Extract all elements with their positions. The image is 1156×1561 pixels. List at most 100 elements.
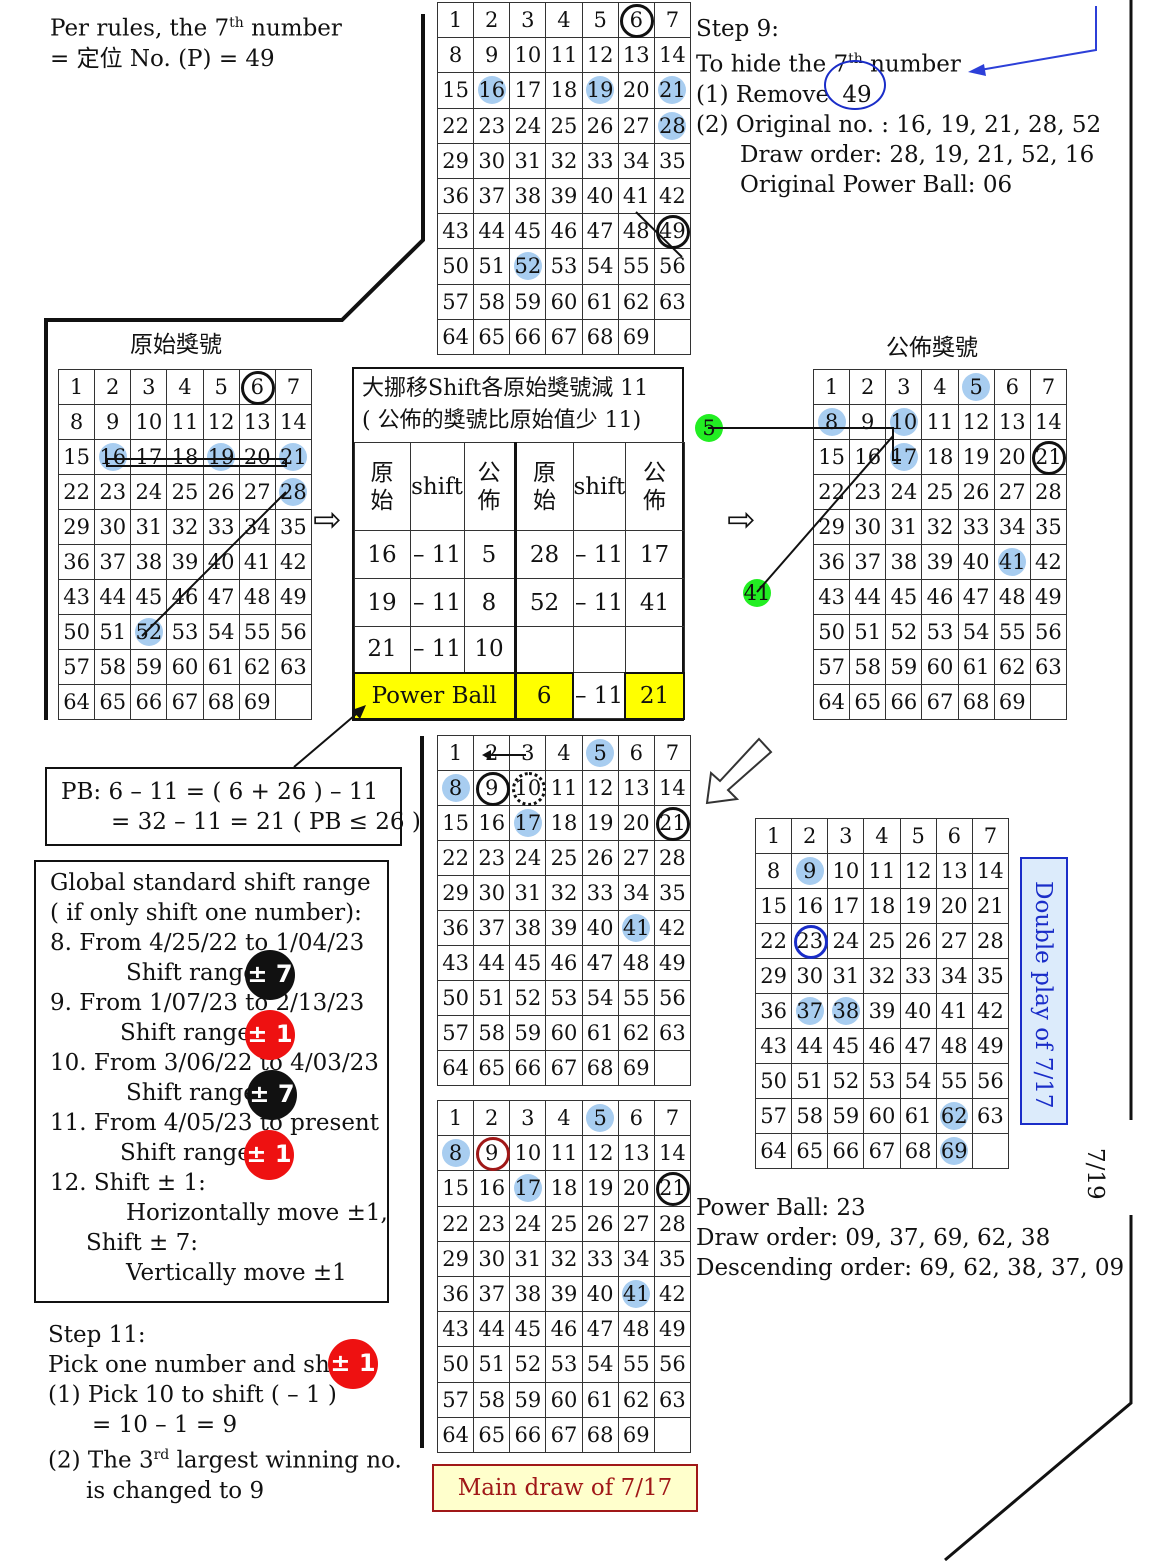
grid-cell: 58 <box>473 1381 511 1418</box>
grid-number: 20 <box>622 811 650 835</box>
grid-cell: 62 <box>617 1015 655 1051</box>
grid-cell: 66 <box>130 684 168 720</box>
right-arrow-icon: ⇨ <box>313 500 342 540</box>
grid-cell: 46 <box>921 579 959 615</box>
grid-cell: 4 <box>545 1099 583 1137</box>
grid-number: 29 <box>63 515 90 539</box>
grid-number: 26 <box>586 113 614 138</box>
grid-number: 46 <box>550 951 578 975</box>
step11-text: Step 11: Pick one number and shift (1) P… <box>48 1322 402 1504</box>
grid-number: 23 <box>478 1211 506 1236</box>
grid-cell: 18 <box>545 72 583 109</box>
header-announced: 公 佈 <box>463 442 516 531</box>
grid-number: 51 <box>99 620 127 644</box>
grid-number: 4 <box>557 741 571 765</box>
grid-cell: 42 <box>653 1275 691 1313</box>
grid-number: 37 <box>796 999 824 1023</box>
grid-cell: 17 <box>827 888 865 924</box>
shift-range-badge: ± 1 <box>244 1130 294 1180</box>
grid-cell: 62 <box>238 649 276 685</box>
grid-cell: 50 <box>754 1063 793 1099</box>
grid-number: 46 <box>550 219 578 244</box>
grid-cell: 69 <box>617 1050 655 1086</box>
grid-cell: 67 <box>921 684 959 720</box>
grid-cell: 51 <box>791 1063 829 1099</box>
grid-cell: 26 <box>581 840 619 876</box>
ring-marker <box>620 4 655 39</box>
grid-number: 53 <box>550 1352 578 1377</box>
shift-cell: 5 <box>463 530 516 579</box>
grid-number: 28 <box>280 480 307 504</box>
grid-cell: 66 <box>827 1133 865 1169</box>
grid-number: 59 <box>832 1104 860 1128</box>
grid-number: 48 <box>940 1034 968 1058</box>
grid-cell: 9 <box>94 404 132 440</box>
grid-cell: 15 <box>812 439 851 475</box>
grid-number: 8 <box>69 410 84 434</box>
grid-number: 9 <box>861 410 875 434</box>
grid-cell: 48 <box>617 1311 655 1348</box>
grid-number: 26 <box>962 480 990 504</box>
grid-cell: 58 <box>791 1098 829 1134</box>
grid-number: 19 <box>207 445 235 469</box>
grid-cell: 46 <box>545 945 583 981</box>
grid-number: 47 <box>586 1317 614 1342</box>
grid-number: 30 <box>478 1246 506 1271</box>
grid-number: 59 <box>890 655 918 679</box>
grid-cell: 19 <box>581 1170 619 1207</box>
grid-number: 22 <box>442 113 469 138</box>
grid-number: 14 <box>1035 410 1062 434</box>
grid-number: 15 <box>63 445 90 469</box>
grid-cell: 13 <box>238 404 276 440</box>
grid-cell: 16 <box>94 439 132 475</box>
grid-number: 56 <box>1035 620 1062 644</box>
shift-cell: 10 <box>463 626 516 673</box>
grid-cell: 10 <box>885 404 923 440</box>
grid-number: 3 <box>142 375 156 399</box>
grid-number: 67 <box>550 324 578 349</box>
ring-marker <box>475 772 510 806</box>
header-original: 原 始 <box>513 442 574 531</box>
grid-number: 61 <box>586 1021 614 1045</box>
grid-cell: 26 <box>581 1205 619 1242</box>
grid-cell: 11 <box>166 404 204 440</box>
grid-number: 39 <box>171 550 199 574</box>
grid-cell: 24 <box>827 923 865 959</box>
grid-cell: 5 <box>202 369 240 405</box>
grid-cell: 60 <box>545 1015 583 1051</box>
shift-cell: 16 <box>353 530 411 579</box>
grid-cell: 38 <box>509 177 547 215</box>
grid-cell: 64 <box>57 684 96 720</box>
grid-number: 16 <box>796 894 824 918</box>
grid-cell: 23 <box>94 474 132 510</box>
grid-cell: 39 <box>921 544 959 580</box>
grid-number: 10 <box>135 410 163 434</box>
grid-number: 39 <box>926 550 954 574</box>
grid-cell: 29 <box>436 1240 475 1277</box>
grid-cell: 37 <box>849 544 887 580</box>
grid-cell: 69 <box>238 684 276 720</box>
grid-cell: 42 <box>1029 544 1067 580</box>
grid-cell: 39 <box>545 177 583 215</box>
grid-cell: 35 <box>653 875 691 911</box>
grid-cell: 33 <box>581 1240 619 1277</box>
grid-cell: 47 <box>581 213 619 250</box>
grid-number: 25 <box>550 846 578 870</box>
grid-number: 48 <box>622 1317 650 1342</box>
grid-cell: 41 <box>238 544 276 580</box>
grid-cell: 52 <box>509 248 547 285</box>
grid-cell: 44 <box>791 1028 829 1064</box>
grid-number: 26 <box>904 929 932 953</box>
grid-cell: 61 <box>202 649 240 685</box>
grid-cell: 15 <box>436 72 475 109</box>
grid-number: 59 <box>514 1021 542 1045</box>
grid-cell: 21 <box>274 439 312 475</box>
highlight-circle <box>513 252 542 281</box>
